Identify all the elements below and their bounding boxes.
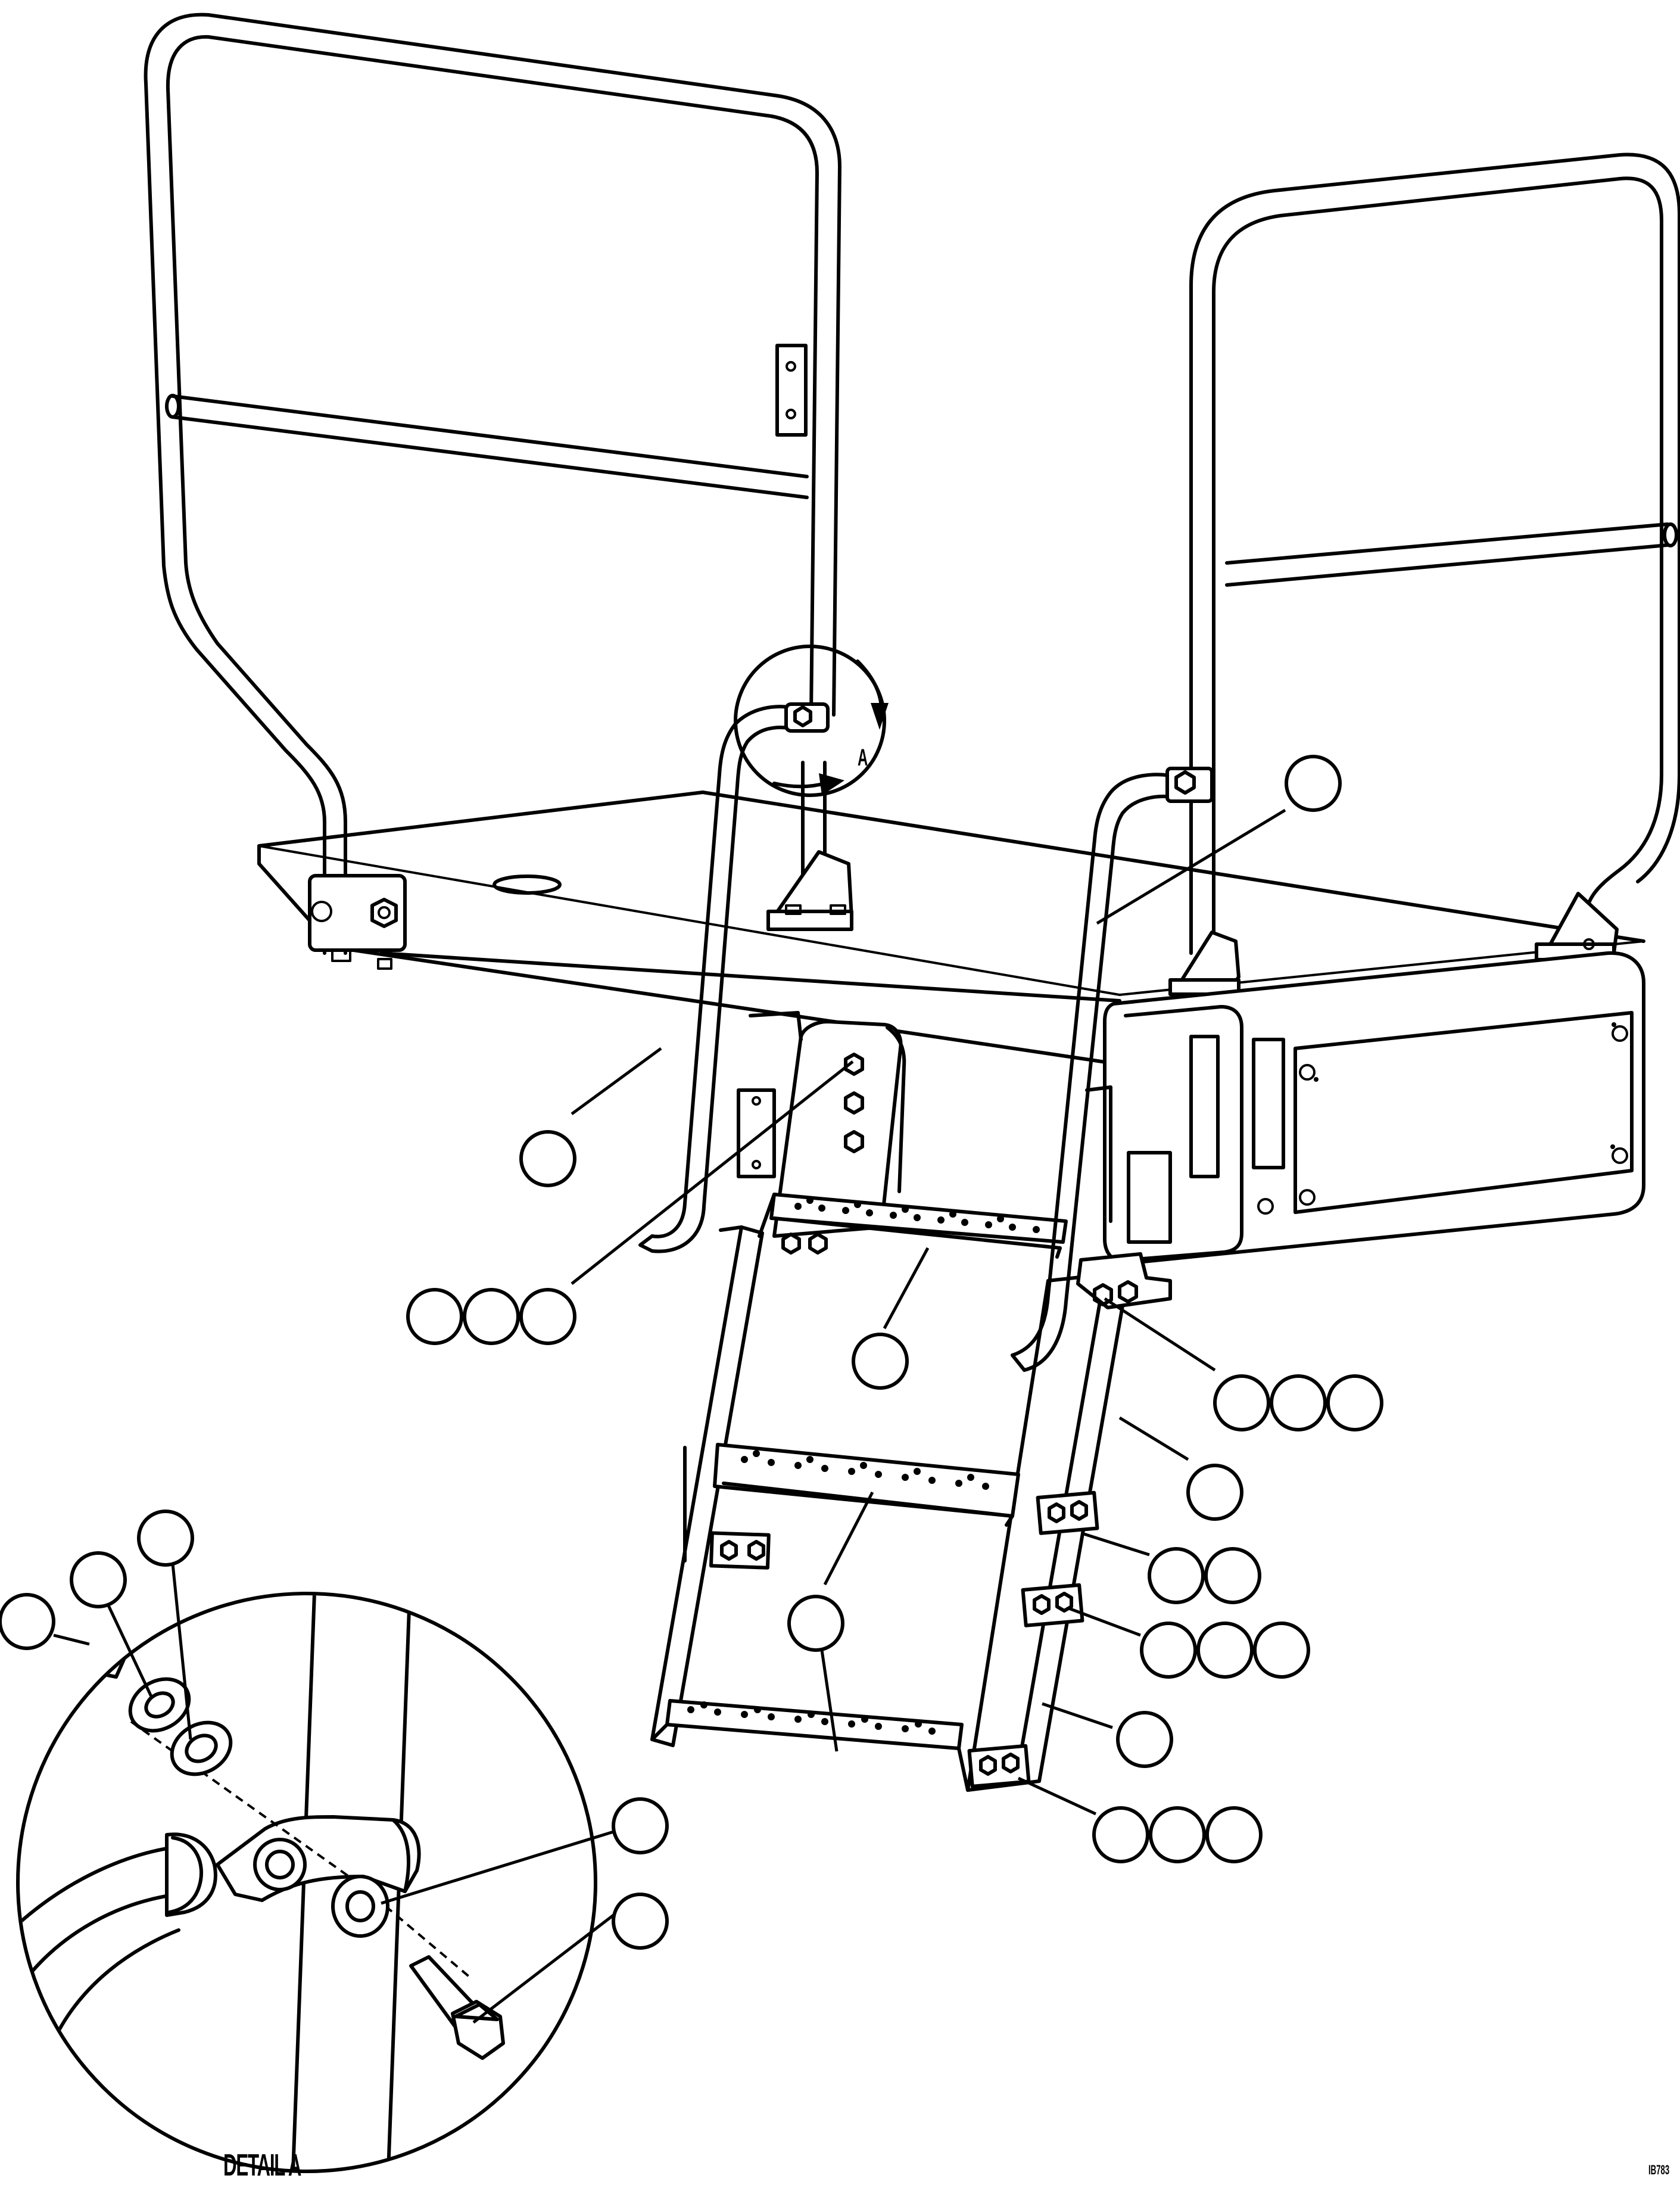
balloon-plate-group-3-2 — [1149, 1806, 1206, 1863]
balloon-step-upper — [852, 1333, 909, 1390]
balloon-detail-flatwasher — [137, 1510, 194, 1567]
balloon-plate-group-3-1 — [1092, 1806, 1149, 1863]
balloon-plate-group-2-3 — [1253, 1622, 1310, 1679]
storage-box — [1085, 951, 1645, 1265]
balloon-bolt-group-upper-left-1 — [406, 1288, 463, 1345]
balloon-plate-group-2-2 — [1196, 1622, 1254, 1679]
balloon-bolt-group-bracket-right-3 — [1326, 1374, 1383, 1431]
item-balloons — [0, 755, 1383, 1950]
balloon-plate-group-1-1 — [1148, 1547, 1205, 1604]
balloon-side-rail-upper — [1186, 1464, 1243, 1521]
balloon-plate-group-3-3 — [1205, 1806, 1263, 1863]
balloon-detail-nut — [0, 1593, 55, 1650]
balloon-handrail-left — [519, 1130, 576, 1187]
drawing-reference: IB783 — [1648, 2162, 1670, 2177]
balloon-detail-washer-inner — [612, 1797, 669, 1854]
balloon-detail-lockwasher — [70, 1551, 127, 1608]
leader-lines — [53, 808, 1286, 2024]
balloon-bolt-group-bracket-right-2 — [1270, 1374, 1327, 1431]
balloon-side-rail-lower — [1116, 1711, 1173, 1768]
step-ladder — [650, 1011, 1172, 1792]
detail-view-title: DETAIL A — [223, 2148, 301, 2183]
balloon-detail-bolt — [612, 1893, 669, 1950]
right-guardrail — [1189, 153, 1680, 955]
step-handrails — [638, 705, 1214, 1372]
balloon-plate-group-2-1 — [1140, 1622, 1197, 1679]
balloon-step-middle — [787, 1595, 844, 1652]
balloon-bolt-group-bracket-right-1 — [1213, 1374, 1270, 1431]
step-perforations — [687, 1197, 1040, 1735]
detail-a-callout — [734, 645, 889, 797]
detail-a-view — [16, 1592, 597, 2173]
balloon-bolt-group-upper-left-2 — [463, 1288, 520, 1345]
balloon-bolt-group-upper-left-3 — [519, 1288, 576, 1345]
balloon-handrail-right — [1285, 755, 1342, 812]
balloon-plate-group-1-2 — [1204, 1547, 1261, 1604]
detail-callout-letter: A — [858, 744, 868, 771]
